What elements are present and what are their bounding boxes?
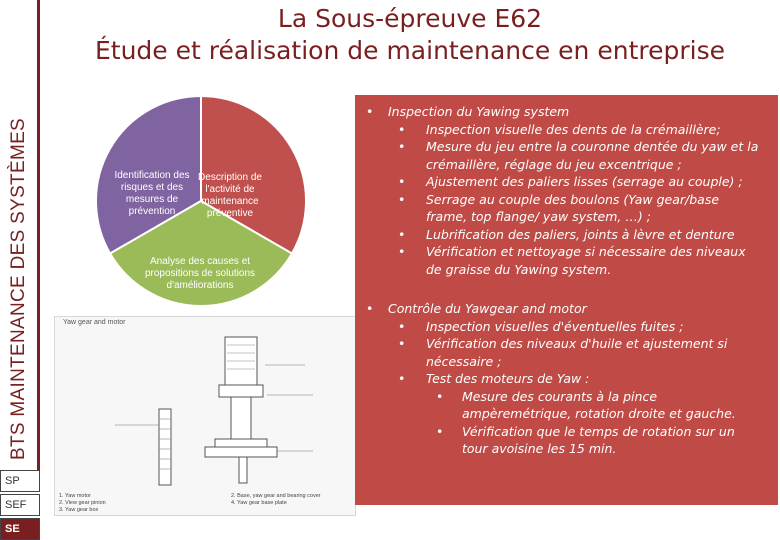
drawing-graphic xyxy=(115,336,313,486)
yaw-gear-drawing: Yaw gear and motor 1. Yaw motor 2. View … xyxy=(54,316,356,516)
list-item: Mesure du jeu entre la couronne dentée d… xyxy=(360,138,760,173)
sub-list-item: Vérification que le temps de rotation su… xyxy=(360,423,760,458)
list-item: Vérification des niveaux d'huile et ajus… xyxy=(360,335,760,370)
page-number: 41 xyxy=(723,506,737,518)
sub-list-item: Mesure des courants à la pince ampèremét… xyxy=(360,388,760,423)
cycle-diagram: Identification des risques et des mesure… xyxy=(95,94,307,307)
list-item: Ajustement des paliers lisses (serrage a… xyxy=(360,173,760,191)
list-item: Serrage au couple des boulons (Yaw gear/… xyxy=(360,191,760,226)
list-item: Inspection visuelles d'éventuelles fuite… xyxy=(360,318,760,336)
list-item: Inspection visuelle des dents de la crém… xyxy=(360,121,760,139)
segment-label-description: Description de l'activité de maintenance… xyxy=(198,172,262,219)
tab-sef[interactable]: SEF xyxy=(0,494,40,516)
section-heading: Contrôle du Yawgear and motor xyxy=(360,300,760,318)
pie-graphic xyxy=(95,94,307,307)
list-item: Vérification et nettoyage si nécessaire … xyxy=(360,243,760,278)
slide-title: La Sous-épreuve E62 xyxy=(277,4,543,33)
sidebar-title: BTS MAINTENANCE DES SYSTÈMES xyxy=(8,117,29,460)
drawing-title: Yaw gear and motor xyxy=(63,319,126,326)
section-heading: Inspection du Yawing system xyxy=(360,103,760,121)
tab-sp[interactable]: SP xyxy=(0,470,40,492)
segment-analysis xyxy=(108,199,294,307)
drawing-legend-left: 1. Yaw motor 2. View gear pinion 3. Yaw … xyxy=(59,493,106,513)
segment-label-analysis: Analyse des causes et propositions de so… xyxy=(144,256,256,291)
slide-subtitle: Étude et réalisation de maintenance en e… xyxy=(94,36,725,65)
segment-risks xyxy=(95,94,202,255)
sidebar xyxy=(0,0,40,470)
segment-label-risks: Identification des risques et des mesure… xyxy=(114,170,190,217)
drawing-legend-right: 2. Base, yaw gear and bearing cover 4. Y… xyxy=(231,493,321,506)
list-item: Test des moteurs de Yaw : xyxy=(360,370,760,388)
segment-description xyxy=(200,94,307,255)
list-item: Lubrification des paliers, joints à lèvr… xyxy=(360,226,760,244)
content-text: Inspection du Yawing system Inspection v… xyxy=(360,103,760,458)
tab-se[interactable]: SE xyxy=(0,518,40,540)
